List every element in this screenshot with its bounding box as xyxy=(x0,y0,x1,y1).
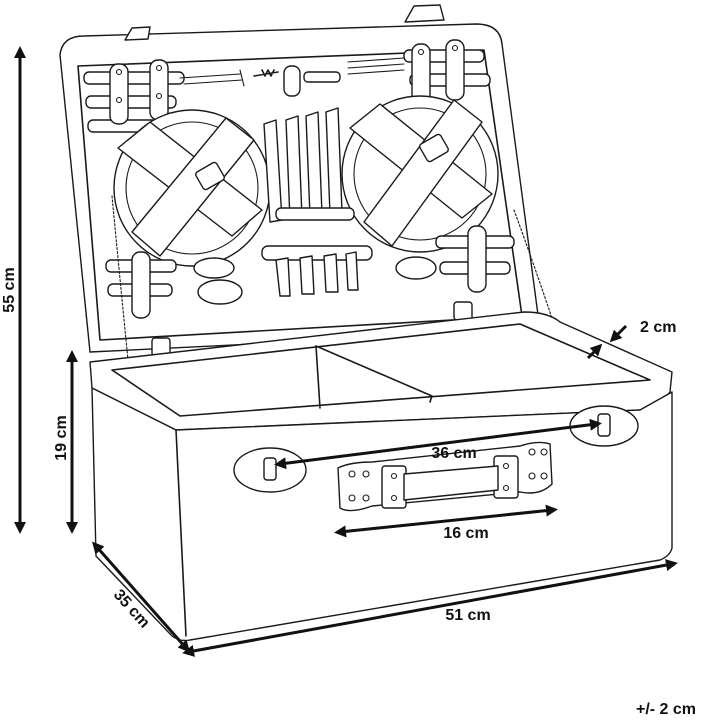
arrow-wall-outer xyxy=(609,324,628,343)
lower-holder-left xyxy=(105,251,243,319)
arrow-width xyxy=(182,559,678,657)
corkscrew xyxy=(253,65,341,97)
label-width: 51 cm xyxy=(445,607,490,624)
arrow-latch-span xyxy=(274,418,602,470)
plate-right xyxy=(341,95,499,253)
label-height-total: 55 cm xyxy=(1,267,18,312)
arrow-wall-inner xyxy=(586,343,603,360)
hinge-right xyxy=(453,301,473,321)
lower-holder-right xyxy=(395,225,515,293)
label-latch-span: 36 cm xyxy=(431,445,476,462)
lid-clip-right xyxy=(404,4,445,23)
arrow-depth xyxy=(92,541,190,653)
label-wall-thickness: 2 cm xyxy=(640,319,676,336)
cutlery-holder-right xyxy=(347,39,491,105)
arrow-handle-width xyxy=(334,504,558,538)
label-tolerance: +/- 2 cm xyxy=(636,701,696,718)
knives xyxy=(261,107,373,297)
label-handle-width: 16 cm xyxy=(443,525,488,542)
lid-clip-left xyxy=(124,26,151,41)
plate-left xyxy=(113,109,271,267)
latch-left xyxy=(233,447,307,493)
label-height-body: 19 cm xyxy=(53,415,70,460)
